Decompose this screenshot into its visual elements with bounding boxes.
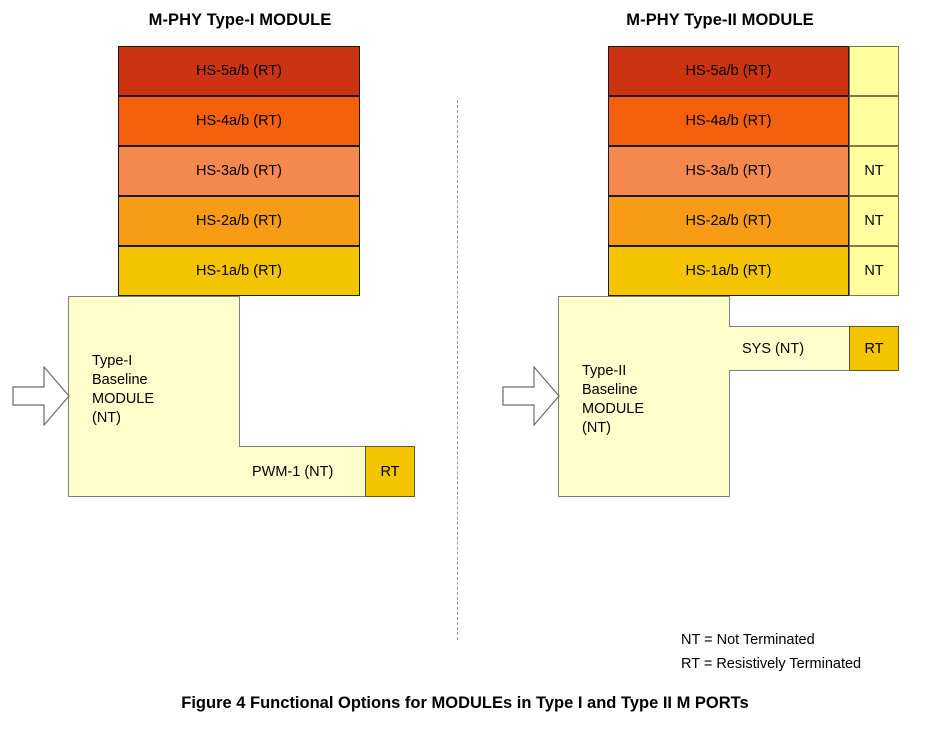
hs-band-label: HS-4a/b (RT) (196, 113, 282, 129)
hs-band-5: HS-5a/b (RT) (118, 46, 360, 96)
nt-cell-hs4 (849, 96, 899, 146)
input-arrow-icon (12, 366, 70, 426)
panel-title-left: M-PHY Type-I MODULE (148, 11, 332, 29)
termination-box-rt: RT (365, 446, 415, 497)
hs-band-1: HS-1a/b (RT) (118, 246, 360, 296)
hs-band-label: HS-4a/b (RT) (685, 113, 772, 129)
hs-band-4: HS-4a/b (RT) (608, 96, 849, 146)
module-lane-seam (729, 327, 731, 370)
hs-band-5: HS-5a/b (RT) (608, 46, 849, 96)
baseline-module-label-type-ii: Type-II Baseline MODULE (NT) (582, 363, 645, 436)
baseline-module-type-i (68, 296, 240, 497)
module-lane-seam (239, 447, 241, 496)
nt-cell-hs1: NT (849, 246, 899, 296)
hs-band-3: HS-3a/b (RT) (608, 146, 849, 196)
hs-band-label: HS-2a/b (RT) (196, 213, 282, 229)
hs-band-label: HS-1a/b (RT) (196, 263, 282, 279)
hs-band-label: HS-3a/b (RT) (196, 163, 282, 179)
hs-band-label: HS-5a/b (RT) (685, 63, 772, 79)
lane-row-pwm1: PWM-1 (NT) (239, 446, 366, 497)
panel-divider (457, 100, 458, 640)
termination-box-rt: RT (849, 326, 899, 371)
hs-band-4: HS-4a/b (RT) (118, 96, 360, 146)
figure-caption: Figure 4 Functional Options for MODULEs … (181, 694, 749, 712)
nt-cell-hs3: NT (849, 146, 899, 196)
hs-band-2: HS-2a/b (RT) (118, 196, 360, 246)
baseline-module-type-ii (558, 296, 730, 497)
hs-band-1: HS-1a/b (RT) (608, 246, 849, 296)
baseline-module-label-type-i: Type-I Baseline MODULE (NT) (92, 353, 155, 426)
hs-band-label: HS-5a/b (RT) (196, 63, 282, 79)
hs-band-3: HS-3a/b (RT) (118, 146, 360, 196)
hs-band-label: HS-2a/b (RT) (685, 213, 772, 229)
lane-label: SYS (NT) (742, 340, 805, 357)
lane-label: PWM-1 (NT) (252, 463, 334, 480)
panel-title-right: M-PHY Type-II MODULE (626, 11, 814, 29)
hs-band-label: HS-1a/b (RT) (685, 263, 772, 279)
nt-cell-hs2: NT (849, 196, 899, 246)
legend-nt: NT = Not Terminated (681, 632, 815, 648)
legend-rt: RT = Resistively Terminated (681, 656, 862, 672)
input-arrow-icon (502, 366, 560, 426)
hs-band-label: HS-3a/b (RT) (685, 163, 772, 179)
lane-row-sys: SYS (NT) (729, 326, 850, 371)
hs-band-2: HS-2a/b (RT) (608, 196, 849, 246)
nt-cell-hs5 (849, 46, 899, 96)
